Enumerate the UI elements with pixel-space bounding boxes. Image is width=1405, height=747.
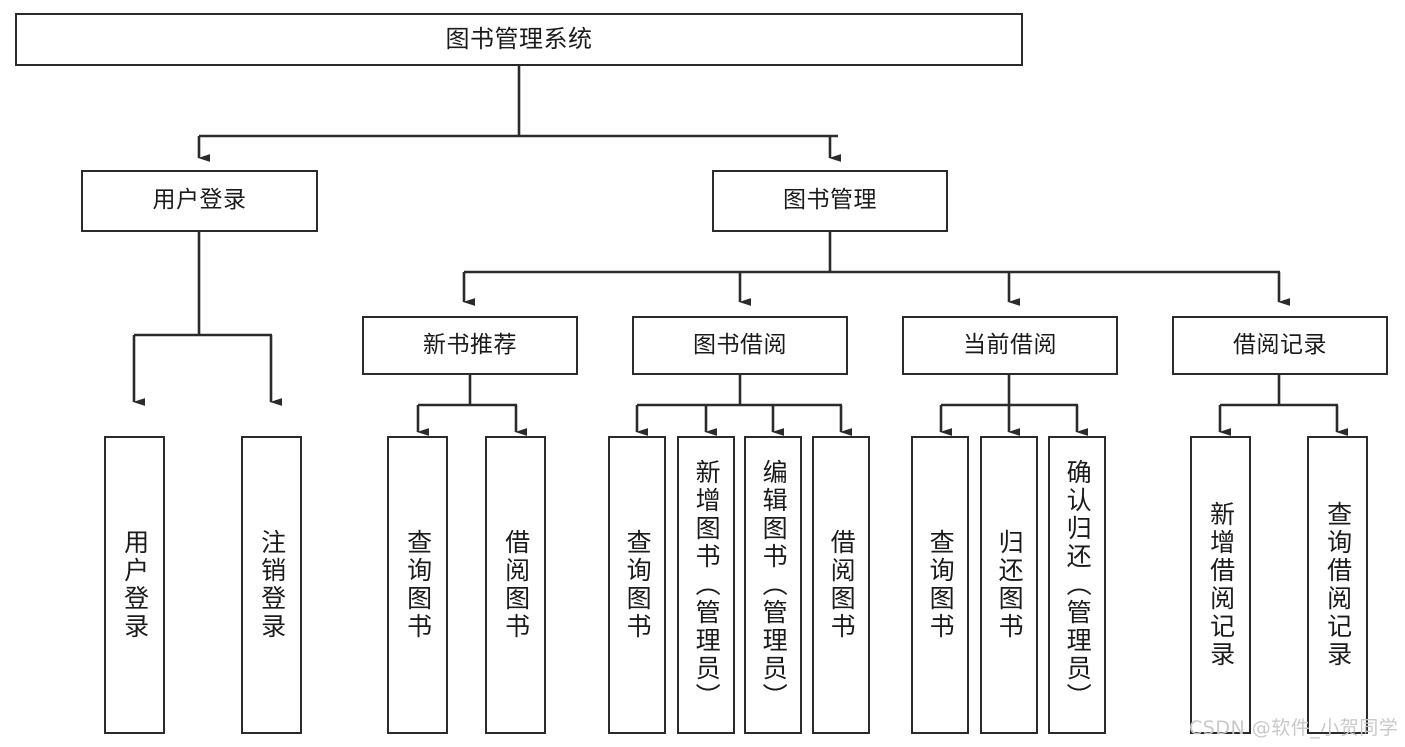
- node-new-book-recommend[interactable]: 新书推荐: [362, 316, 578, 375]
- node-label: 查询图书: [403, 529, 433, 641]
- node-label: 借阅图书: [501, 529, 531, 641]
- node-label: 注销登录: [257, 529, 287, 641]
- leaf-borrow-add-book[interactable]: 新增图书（管理员）: [677, 436, 735, 734]
- node-label: 查询借阅记录: [1323, 501, 1353, 669]
- node-borrow-records[interactable]: 借阅记录: [1172, 316, 1388, 375]
- node-label: 用户登录: [152, 187, 247, 214]
- node-root-system[interactable]: 图书管理系统: [15, 13, 1023, 66]
- node-label: 图书管理系统: [445, 25, 593, 54]
- node-label: 查询图书: [623, 529, 653, 641]
- node-label: 当前借阅: [963, 331, 1057, 358]
- node-label: 新增图书（管理员）: [692, 459, 722, 711]
- node-label: 新增借阅记录: [1206, 501, 1236, 669]
- node-label: 新书推荐: [423, 331, 517, 358]
- node-label: 确认归还（管理员）: [1063, 459, 1093, 711]
- node-label: 借阅图书: [827, 529, 857, 641]
- node-current-borrow[interactable]: 当前借阅: [902, 316, 1118, 375]
- node-label: 图书管理: [783, 187, 877, 214]
- leaf-current-query-book[interactable]: 查询图书: [911, 436, 969, 734]
- leaf-current-confirm-return[interactable]: 确认归还（管理员）: [1048, 436, 1106, 734]
- leaf-new-book-query[interactable]: 查询图书: [387, 436, 448, 734]
- node-label: 归还图书: [995, 529, 1025, 641]
- node-label: 编辑图书（管理员）: [759, 459, 789, 711]
- leaf-record-query[interactable]: 查询借阅记录: [1307, 436, 1368, 734]
- node-book-management[interactable]: 图书管理: [712, 170, 948, 232]
- node-label: 借阅记录: [1233, 331, 1327, 358]
- leaf-borrow-borrow-book[interactable]: 借阅图书: [812, 436, 870, 734]
- node-label: 查询图书: [926, 529, 956, 641]
- csdn-watermark: CSDN @软件_小贺同学: [1189, 717, 1399, 739]
- leaf-logout[interactable]: 注销登录: [241, 436, 302, 734]
- leaf-borrow-edit-book[interactable]: 编辑图书（管理员）: [744, 436, 802, 734]
- node-book-borrow[interactable]: 图书借阅: [632, 316, 848, 375]
- leaf-record-add[interactable]: 新增借阅记录: [1190, 436, 1251, 734]
- leaf-user-login[interactable]: 用户登录: [104, 436, 165, 734]
- node-label: 用户登录: [120, 529, 150, 641]
- leaf-new-book-borrow[interactable]: 借阅图书: [485, 436, 546, 734]
- leaf-current-return-book[interactable]: 归还图书: [980, 436, 1038, 734]
- leaf-borrow-query-book[interactable]: 查询图书: [608, 436, 666, 734]
- node-label: 图书借阅: [693, 331, 787, 358]
- node-user-login[interactable]: 用户登录: [81, 170, 318, 232]
